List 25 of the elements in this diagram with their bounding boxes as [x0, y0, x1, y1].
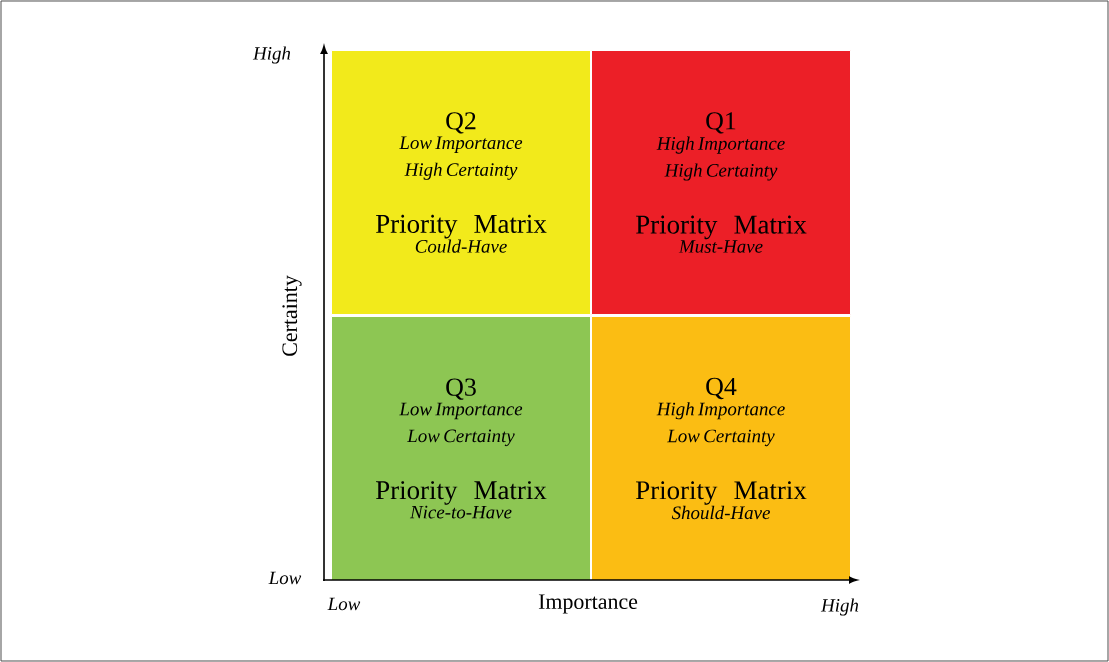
quadrant-description: High Importance High Certainty: [656, 136, 785, 181]
axis-title: Importance: [538, 594, 638, 614]
axis-title: Certainty: [282, 275, 302, 356]
priority-label: Should-Have: [671, 505, 770, 520]
priority-label: Nice-to-Have: [409, 505, 512, 519]
quadrant-label: Q2: [446, 112, 476, 134]
priority-label: Must-Have: [678, 240, 763, 253]
quadrant-label: Q3: [446, 378, 476, 400]
quadrant-label: Q4: [706, 377, 737, 400]
quadrant-label: Q1: [706, 112, 736, 134]
quadrant-box: [591, 50, 851, 315]
quadrant-description: Low Importance High Certainty: [399, 136, 523, 180]
matrix-title: Priority Matrix: [376, 214, 547, 239]
matrix-title: Priority Matrix: [636, 215, 807, 240]
matrix-title: Priority Matrix: [376, 481, 547, 505]
quadrant-box: [331, 50, 591, 315]
axis-end-label: Low: [268, 571, 302, 585]
matrix-title: Priority Matrix: [636, 481, 807, 505]
quadrant-box: [331, 316, 591, 581]
quadrant-description: Low Importance Low Certainty: [399, 402, 523, 447]
quadrant-description: High Importance Low Certainty: [656, 402, 785, 447]
axis-end-label: High: [820, 598, 859, 616]
axis-end-label: High: [252, 46, 291, 64]
priority-label: Could-Have: [415, 239, 507, 253]
quadrant-box: [591, 316, 851, 581]
